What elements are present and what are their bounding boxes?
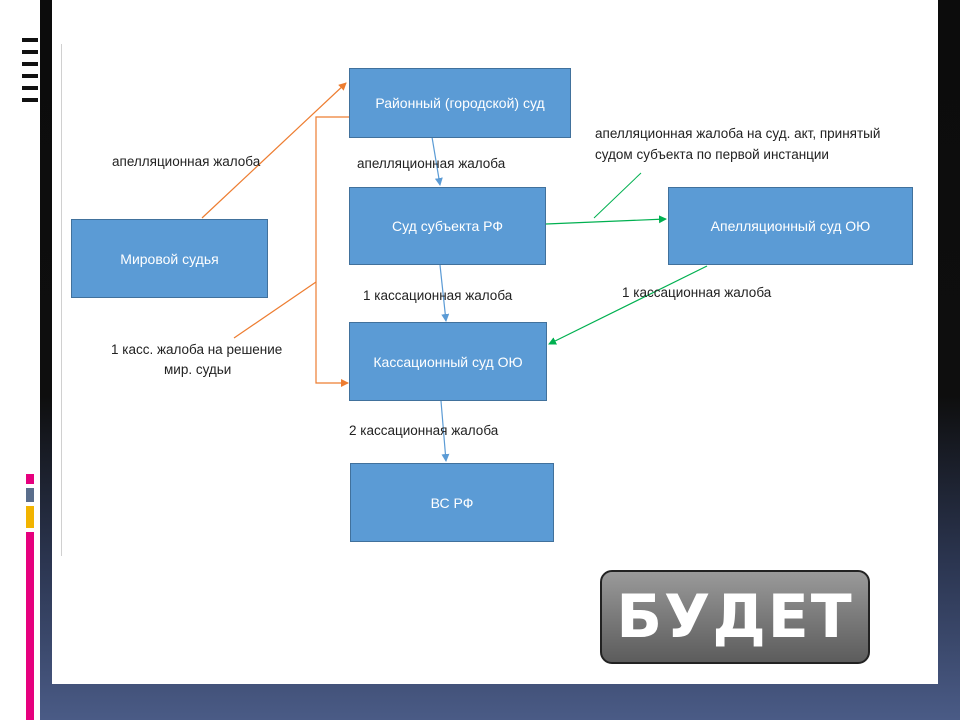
edge-subject-appeal [545, 215, 667, 225]
node-subject-court: Суд субъекта РФ [349, 187, 546, 265]
edge-green-tick [593, 172, 642, 219]
deco-strip-slate [26, 488, 34, 502]
label-subject-appeal-line2: судом субъекта по первой инстанции [595, 147, 829, 162]
stamp-badge: БУДЕТ [600, 570, 870, 664]
edge-magistrate-district [201, 82, 347, 219]
node-district-court: Районный (городской) суд [349, 68, 571, 138]
label-appeal-cassation: 1 кассационная жалоба [622, 285, 772, 300]
edge-magistrate-cassation [233, 281, 317, 339]
deco-line [22, 98, 38, 102]
edge-cassation-supreme [440, 400, 450, 462]
deco-line [22, 38, 38, 42]
deco-strip-yellow [26, 506, 34, 528]
edge-district-subject [431, 136, 443, 186]
label-magistrate-cassation-line1: 1 касс. жалоба на решение [111, 342, 283, 357]
deco-strip-pink-long [26, 532, 34, 720]
label-magistrate-cassation-line2: мир. судьи [164, 362, 232, 377]
label-magistrate-district: апелляционная жалоба [112, 154, 261, 169]
node-appeal-court: Апелляционный суд ОЮ [668, 187, 913, 265]
node-magistrate: Мировой судья [71, 219, 268, 298]
label-subject-appeal-line1: апелляционная жалоба на суд. акт, принят… [595, 126, 881, 141]
label-subject-cassation: 1 кассационная жалоба [363, 288, 513, 303]
deco-strip-pink [26, 474, 34, 484]
node-supreme-court: ВС РФ [350, 463, 554, 542]
edge-orange-elbow [315, 116, 350, 387]
deco-line [22, 50, 38, 54]
deco-line [22, 86, 38, 90]
edge-subject-cassation [439, 264, 450, 322]
node-cassation-court: Кассационный суд ОЮ [349, 322, 547, 401]
deco-line [22, 62, 38, 66]
label-cassation-supreme: 2 кассационная жалоба [349, 423, 499, 438]
edge-appeal-cassation [548, 265, 708, 345]
deco-line [22, 74, 38, 78]
panel-divider [61, 44, 62, 556]
label-district-subject: апелляционная жалоба [357, 156, 506, 171]
